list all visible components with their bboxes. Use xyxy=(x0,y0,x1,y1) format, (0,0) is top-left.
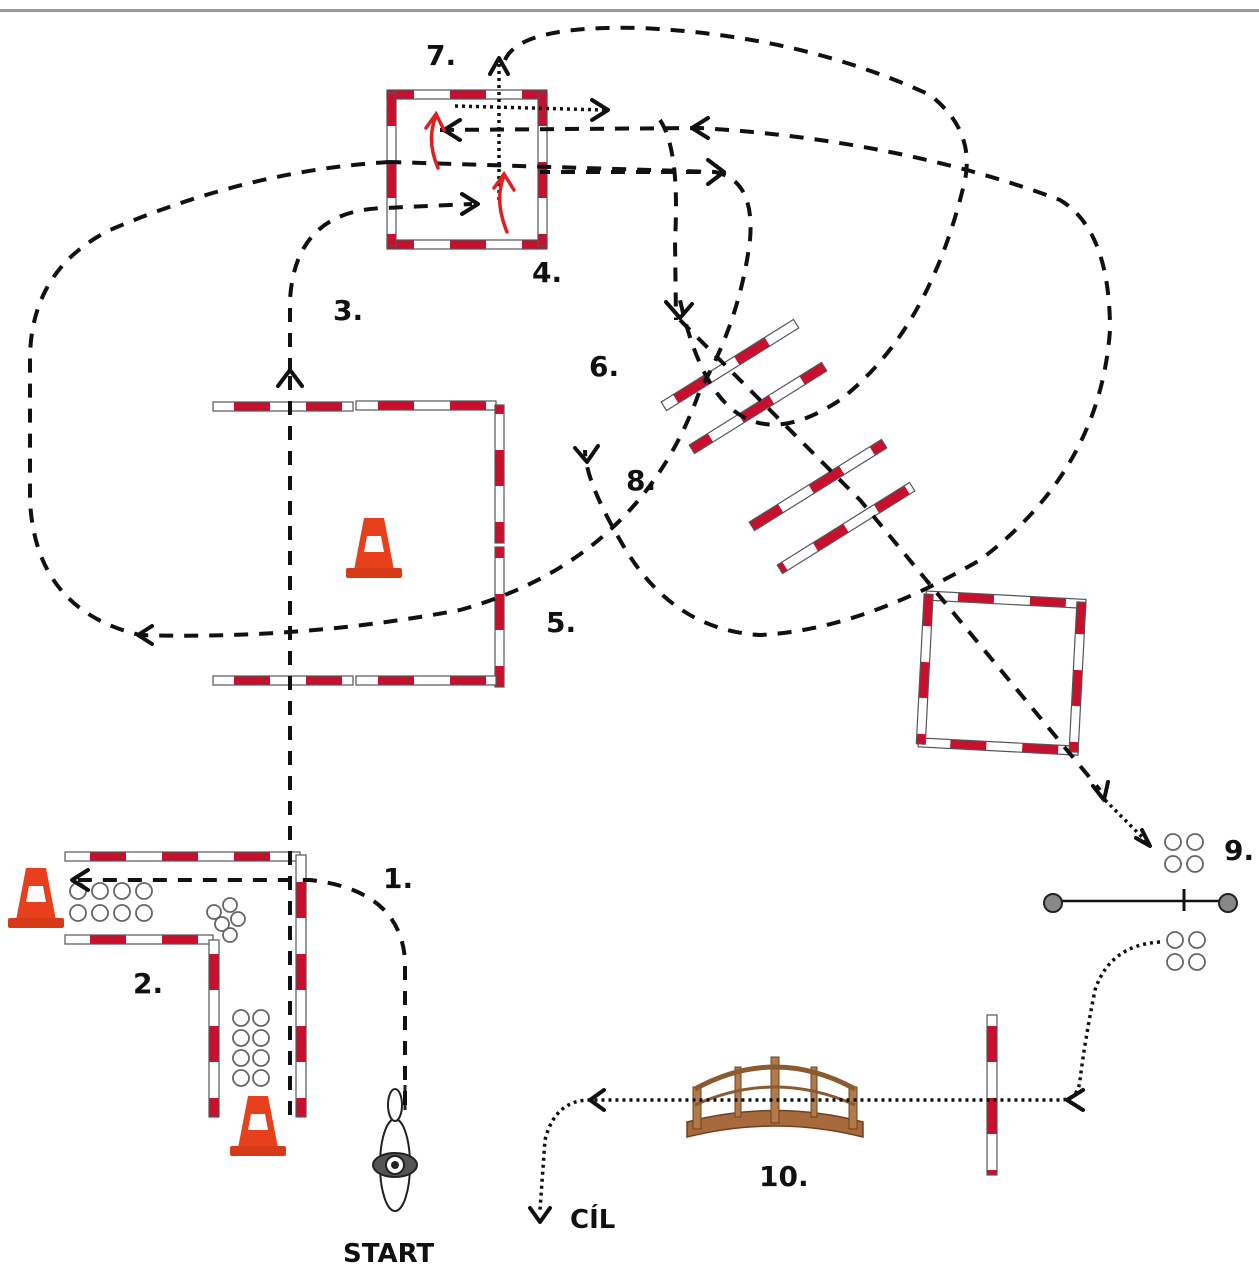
label-obstacle-3: 3. xyxy=(333,294,363,327)
route-segment xyxy=(503,25,969,427)
arrow-head-icon xyxy=(664,300,694,320)
pole xyxy=(748,438,888,532)
pole xyxy=(386,92,397,247)
pole xyxy=(212,401,354,412)
pole xyxy=(295,854,307,1118)
red-arrow-icon xyxy=(424,110,446,132)
pole xyxy=(386,89,548,100)
pole xyxy=(212,675,354,686)
route-segment xyxy=(288,202,473,372)
labels: START CÍL 1. 2. 3. 4. 5. 6. 7. 8. 9. 10. xyxy=(133,39,1254,1264)
top-divider xyxy=(0,0,1259,12)
red-arrow-icon xyxy=(492,170,516,192)
pole xyxy=(537,92,548,247)
cone-icon xyxy=(230,1096,286,1156)
red-arrow-icon xyxy=(429,114,440,170)
arrow-head-icon xyxy=(70,868,90,892)
tire-cluster xyxy=(1166,931,1206,971)
horse-rider-icon xyxy=(372,1085,418,1212)
tire-cluster xyxy=(206,897,246,943)
label-obstacle-10: 10. xyxy=(759,1160,809,1193)
label-finish: CÍL xyxy=(570,1203,615,1235)
arrow-head-icon xyxy=(460,192,480,216)
pole xyxy=(64,934,214,945)
arrow-head-icon xyxy=(588,1088,606,1112)
arrow-heads xyxy=(70,56,1152,1224)
label-obstacle-8: 8. xyxy=(626,464,656,497)
route-segment xyxy=(538,940,1161,1211)
pole xyxy=(494,404,505,544)
label-obstacle-1: 1. xyxy=(383,862,413,895)
route-segment xyxy=(658,118,678,321)
arrow-head-icon xyxy=(573,444,600,464)
arrow-head-icon xyxy=(276,368,304,388)
pole xyxy=(688,361,828,455)
pole xyxy=(660,318,800,412)
label-obstacle-9: 9. xyxy=(1224,834,1254,867)
red-arrows xyxy=(424,110,516,234)
pole xyxy=(208,939,220,1118)
pole xyxy=(915,593,934,745)
label-obstacle-5: 5. xyxy=(546,606,576,639)
arrow-head-icon xyxy=(528,1206,552,1224)
red-arrow-icon xyxy=(497,174,509,234)
arrow-head-icon xyxy=(1065,1088,1085,1112)
route-segment xyxy=(75,878,407,1105)
pole xyxy=(1068,601,1087,753)
post-icon xyxy=(1218,893,1238,913)
route-segment xyxy=(454,104,606,112)
arrow-head-icon xyxy=(1134,828,1152,848)
rope-barrier xyxy=(1043,889,1238,913)
arrow-head-icon xyxy=(690,116,710,140)
tire-row xyxy=(69,882,153,922)
pole xyxy=(917,737,1080,756)
post-icon xyxy=(1043,893,1063,913)
label-obstacle-2: 2. xyxy=(133,967,163,1000)
pole xyxy=(776,481,916,575)
pole xyxy=(494,546,505,688)
pole xyxy=(386,239,548,250)
bridge-icon xyxy=(686,1056,864,1138)
label-obstacle-4: 4. xyxy=(532,256,562,289)
arrow-head-icon xyxy=(706,158,726,186)
label-obstacle-6: 6. xyxy=(589,350,619,383)
route-paths xyxy=(28,25,1113,1115)
route-segment xyxy=(678,318,1102,792)
pole xyxy=(355,675,497,686)
arrow-head-icon xyxy=(590,98,610,122)
tires xyxy=(69,833,1206,1087)
pole xyxy=(986,1014,998,1176)
pole xyxy=(925,590,1087,610)
tire-cluster xyxy=(1164,833,1204,873)
pole xyxy=(64,851,301,862)
arrow-head-icon xyxy=(488,56,510,76)
poles xyxy=(64,89,1087,1176)
cone-icon xyxy=(8,868,64,928)
arrow-head-icon xyxy=(1091,780,1110,802)
pole xyxy=(355,400,497,411)
route-segment xyxy=(439,125,1113,638)
tire-column xyxy=(232,1009,270,1087)
route-segment xyxy=(1103,798,1152,847)
dotted-paths xyxy=(454,62,1161,1211)
arrow-head-icon xyxy=(136,624,154,646)
cones xyxy=(8,518,402,1156)
cone-icon xyxy=(346,518,402,578)
label-obstacle-7: 7. xyxy=(426,39,456,72)
label-start: START xyxy=(343,1239,434,1264)
